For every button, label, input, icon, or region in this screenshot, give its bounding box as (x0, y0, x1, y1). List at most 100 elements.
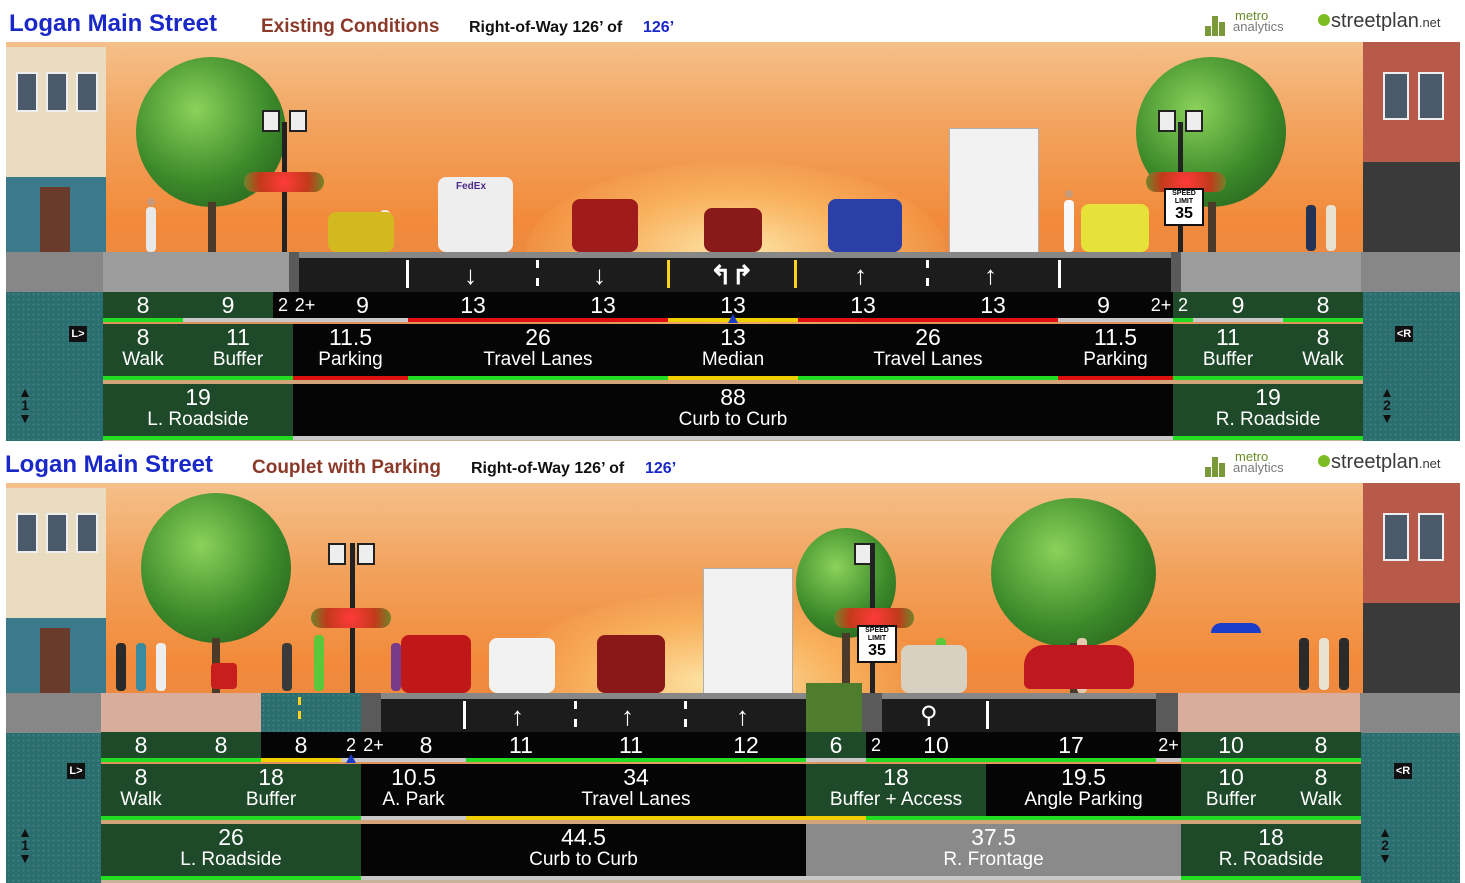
section-toggle-right-icon[interactable]: ▲2▼ (1380, 384, 1394, 426)
section-toggle-left-icon[interactable]: ▲1▼ (18, 384, 32, 426)
roadway (381, 699, 806, 733)
pedestrian-icon (146, 207, 156, 252)
flower-basket-icon (1146, 172, 1226, 192)
dim-cell: 9 (183, 292, 273, 318)
dim-cell: 13 (538, 292, 668, 318)
dim-cell: 8 (103, 292, 183, 318)
pedestrian-icon (136, 643, 146, 691)
left-sidewalk (101, 693, 261, 733)
cyclist-icon (314, 635, 324, 691)
pedestrian-icon (1319, 638, 1329, 690)
dim-cell: 9 (1193, 292, 1283, 318)
arrow-up-icon: ↑ (854, 260, 867, 290)
left-building (6, 488, 106, 693)
streetplan-logo: streetplan.net (1318, 451, 1441, 474)
pedestrian-icon (116, 643, 126, 691)
scenario-title: Couplet with Parking (252, 457, 441, 478)
speed-limit-sign: SPEED LIMIT 35 (1164, 188, 1204, 226)
dim-cell: 6 (806, 732, 866, 758)
speed-limit-caption: SPEED LIMIT (865, 627, 889, 642)
flower-basket-icon (244, 172, 324, 192)
streetplan-logo: streetplan.net (1318, 10, 1441, 33)
tree-dot-icon (1318, 14, 1330, 26)
logo-net-text: .net (1418, 15, 1441, 30)
dim-cell: 2 (341, 732, 361, 758)
right-edge-fill (1363, 292, 1460, 442)
logo-metro-text: metro (1235, 8, 1269, 23)
street-name: Logan Main Street (9, 10, 218, 37)
metro-analytics-logo: metro analytics (1205, 449, 1305, 479)
tree-icon (141, 493, 291, 643)
pedestrian-icon (156, 643, 166, 691)
speed-limit-caption: SPEED LIMIT (1172, 190, 1196, 205)
box-truck-icon (703, 568, 793, 695)
right-of-way-label: Right-of-Way 126’ of (471, 460, 625, 477)
logo-streetplan-text: streetplan (1331, 10, 1419, 32)
street-illustration: SPEED LIMIT 35 FedEx ↓ (6, 42, 1460, 442)
dim-cell: 13 (798, 292, 928, 318)
bottom-header: Logan Main Street Couplet with Parking R… (0, 441, 1465, 483)
dim-cell: 8 (261, 732, 341, 758)
planted-median (806, 683, 862, 733)
tree-icon (991, 498, 1156, 648)
bike-path (261, 693, 361, 733)
arrow-up-icon: ↑ (621, 701, 634, 731)
pedestrian-icon (1064, 200, 1074, 252)
street-illustration: SPEED LIMIT 35 (6, 483, 1460, 883)
section-toggle-right-icon[interactable]: ▲2▼ (1378, 824, 1392, 866)
arrow-down-icon: ↓ (464, 260, 477, 290)
car-icon (1081, 204, 1149, 252)
speed-limit-value: 35 (1175, 205, 1193, 222)
bar-chart-icon (1205, 14, 1231, 36)
left-side-marker: L> (69, 326, 87, 342)
sharrow-bike-icon: ⚲ (920, 702, 938, 729)
cyclist-icon (282, 643, 292, 691)
pedestrian-icon (1306, 205, 1316, 251)
left-sidewalk (103, 252, 289, 292)
jeep-icon (572, 199, 638, 252)
pickup-truck-icon (828, 199, 902, 252)
centerline-marker-icon (346, 754, 356, 763)
two-way-left-turn-icon: ↰↱ (710, 260, 754, 290)
dim-cell: 8 (386, 732, 466, 758)
logo-streetplan-text: streetplan (1331, 451, 1419, 473)
right-building (1363, 42, 1460, 252)
right-side-marker: <R (1394, 763, 1412, 779)
right-side-marker: <R (1395, 326, 1413, 342)
car-icon (901, 645, 967, 693)
dim-cell: 13 (928, 292, 1058, 318)
car-icon (704, 208, 762, 252)
suv-icon (489, 638, 555, 693)
frontage-road (882, 699, 1156, 733)
dim-cell: 2 (866, 732, 886, 758)
box-truck-icon (949, 128, 1039, 254)
car-icon (401, 635, 471, 693)
left-building (6, 47, 106, 252)
right-of-way-value: 126’ (643, 19, 675, 36)
dim-cell: 2+ (1156, 732, 1181, 758)
arrow-up-icon: ↑ (984, 260, 997, 290)
pedestrian-icon (391, 643, 401, 691)
centerline-marker-icon (728, 314, 738, 323)
dim-cell: 9 (1058, 292, 1149, 318)
truck-logo: FedEx (456, 181, 487, 192)
street-name: Logan Main Street (5, 451, 214, 478)
arrow-up-icon: ↑ (511, 701, 524, 731)
section-toggle-left-icon[interactable]: ▲1▼ (18, 824, 32, 866)
dim-cell: 13 (668, 292, 798, 318)
